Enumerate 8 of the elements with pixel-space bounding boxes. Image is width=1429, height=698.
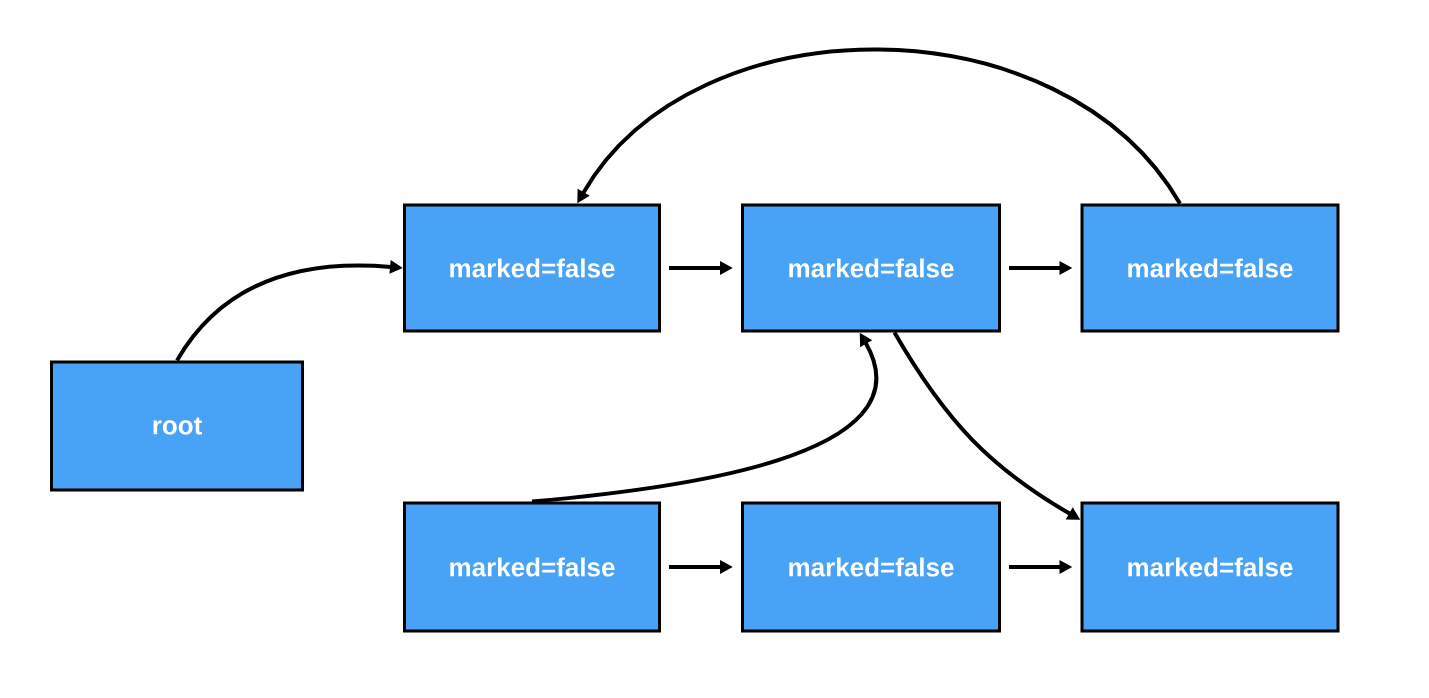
- arrow: [577, 47, 1182, 205]
- process-box: marked=false: [741, 203, 1001, 333]
- process-box: marked=false: [1080, 203, 1340, 333]
- process-box: marked=false: [741, 501, 1001, 633]
- process-box: root: [50, 360, 304, 492]
- process-box: marked=false: [1080, 501, 1340, 633]
- process-box: marked=false: [403, 203, 661, 333]
- process-box: marked=false: [403, 501, 661, 633]
